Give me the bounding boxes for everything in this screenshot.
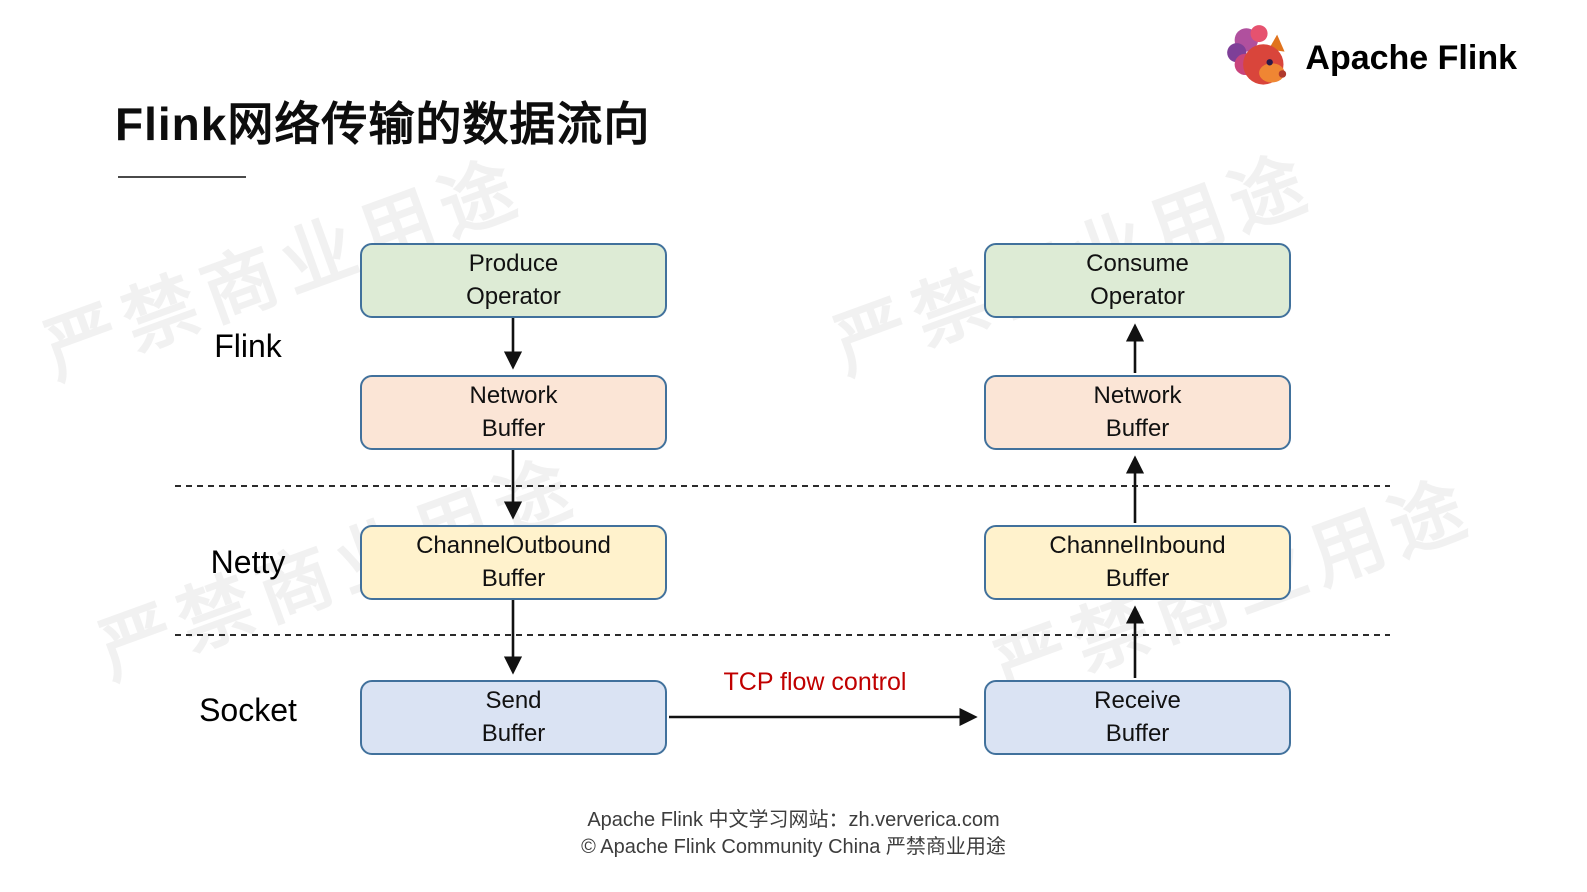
node-label-line: ChannelOutbound	[416, 532, 611, 560]
node-network-buffer-send: Network Buffer	[360, 375, 667, 450]
node-label-line: Produce	[468, 250, 559, 278]
layer-label-flink: Flink	[214, 328, 282, 364]
brand: Apache Flink	[1223, 24, 1517, 92]
separator-netty-socket	[175, 634, 1390, 636]
node-label-line: Buffer	[1105, 719, 1170, 747]
node-network-buffer-receive: Network Buffer	[984, 375, 1291, 450]
node-label-line: Network	[469, 382, 558, 410]
brand-name: Apache Flink	[1305, 38, 1517, 77]
node-label-line: Operator	[1090, 282, 1185, 310]
node-label-line: Network	[1093, 382, 1182, 410]
node-label-line: Receive	[1094, 687, 1181, 715]
footer-copyright-line: © Apache Flink Community China 严禁商业用途	[581, 836, 1006, 858]
separator-flink-netty	[175, 485, 1390, 487]
page-title: Flink网络传输的数据流向	[115, 98, 651, 150]
layer-label-netty: Netty	[210, 544, 286, 580]
node-label-line: ChannelInbound	[1049, 532, 1226, 560]
node-channel-inbound-buffer: ChannelInbound Buffer	[984, 525, 1291, 600]
node-label-line: Consume	[1086, 250, 1189, 278]
apache-flink-squirrel-icon	[1227, 25, 1287, 85]
node-label-line: Buffer	[481, 564, 546, 592]
title-underline	[118, 176, 246, 178]
node-label-line: Buffer	[481, 414, 546, 442]
node-consume-operator: Consume Operator	[984, 243, 1291, 318]
layer-label-socket: Socket	[199, 692, 297, 728]
node-label-line: Buffer	[481, 719, 546, 747]
node-label-line: Send	[485, 687, 542, 715]
node-label-line: Buffer	[1105, 564, 1170, 592]
node-send-buffer: Send Buffer	[360, 680, 667, 755]
node-channel-outbound-buffer: ChannelOutbound Buffer	[360, 525, 667, 600]
footer-site-line: Apache Flink 中文学习网站：zh.ververica.com	[587, 809, 1000, 831]
node-receive-buffer: Receive Buffer	[984, 680, 1291, 755]
node-produce-operator: Produce Operator	[360, 243, 667, 318]
node-label-line: Buffer	[1105, 414, 1170, 442]
node-label-line: Operator	[466, 282, 561, 310]
tcp-flow-control-label: TCP flow control	[723, 668, 907, 696]
